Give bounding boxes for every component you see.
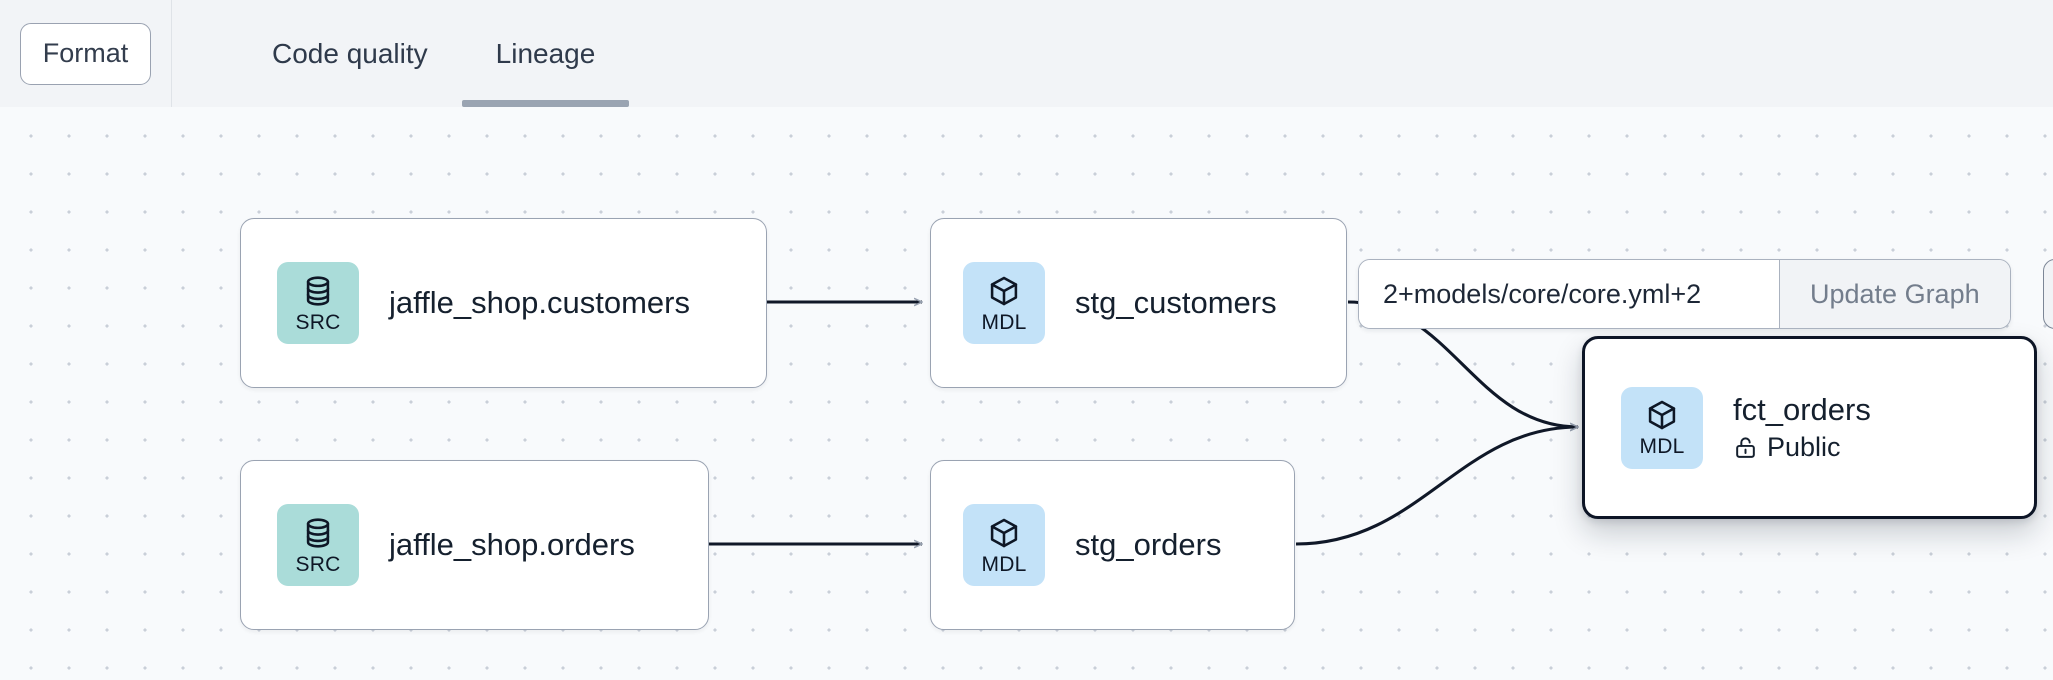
cube-icon — [990, 276, 1018, 305]
format-button[interactable]: Format — [19, 22, 152, 85]
format-button-zone: Format — [0, 0, 172, 107]
node-access-row: Public — [1733, 432, 1871, 463]
mdl-badge-label: MDL — [981, 552, 1027, 576]
node-access-label: Public — [1767, 431, 1841, 462]
unlock-icon — [1736, 437, 1755, 458]
tab-code-quality[interactable]: Code quality — [272, 37, 428, 69]
mdl-badge-label: MDL — [981, 310, 1027, 334]
database-icon — [306, 275, 330, 306]
update-graph-button[interactable]: Update Graph — [1779, 260, 2010, 328]
lineage-node-fct-orders[interactable]: MDL fct_orders Public — [1582, 336, 2037, 519]
cube-icon — [1648, 400, 1676, 430]
mdl-badge-label: MDL — [1639, 435, 1685, 458]
lineage-node-jaffle-shop-customers[interactable]: SRC jaffle_shop.customers — [240, 218, 767, 388]
node-title: fct_orders — [1733, 392, 1871, 428]
src-badge: SRC — [277, 262, 359, 344]
src-badge-label: SRC — [295, 310, 341, 334]
tab-lineage[interactable]: Lineage — [461, 0, 630, 107]
lineage-node-stg-customers[interactable]: MDL stg_customers — [930, 218, 1347, 388]
mdl-badge: MDL — [1621, 386, 1703, 469]
node-title: jaffle_shop.customers — [389, 285, 690, 321]
node-title: stg_orders — [1075, 527, 1222, 563]
lineage-node-stg-orders[interactable]: MDL stg_orders — [930, 460, 1295, 630]
node-text-block: stg_orders — [1075, 527, 1221, 563]
graph-settings-button[interactable] — [2043, 259, 2053, 329]
graph-selector-control: Update Graph — [1358, 259, 2011, 329]
mdl-badge: MDL — [963, 504, 1045, 586]
edge-stg-orders-to-fct-orders — [1295, 427, 1578, 546]
node-text-block: stg_customers — [1075, 285, 1277, 321]
src-badge: SRC — [277, 504, 359, 586]
editor-toolbar: Format Code quality Lineage — [0, 0, 2053, 107]
node-text-block: fct_orders Public — [1733, 392, 1871, 463]
node-text-block: jaffle_shop.customers — [389, 285, 690, 321]
mdl-badge: MDL — [963, 262, 1045, 344]
node-title: jaffle_shop.orders — [389, 527, 635, 563]
src-badge-label: SRC — [295, 552, 341, 576]
node-title: stg_customers — [1075, 285, 1277, 321]
database-icon — [306, 517, 330, 548]
graph-selector-input[interactable] — [1359, 260, 1779, 328]
lineage-node-jaffle-shop-orders[interactable]: SRC jaffle_shop.orders — [240, 460, 709, 630]
node-text-block: jaffle_shop.orders — [389, 527, 635, 563]
cube-icon — [990, 518, 1018, 547]
lineage-canvas[interactable]: SRC jaffle_shop.customers SRC jaffle_sho… — [0, 107, 2053, 680]
tab-bar: Code quality Lineage — [172, 0, 629, 107]
